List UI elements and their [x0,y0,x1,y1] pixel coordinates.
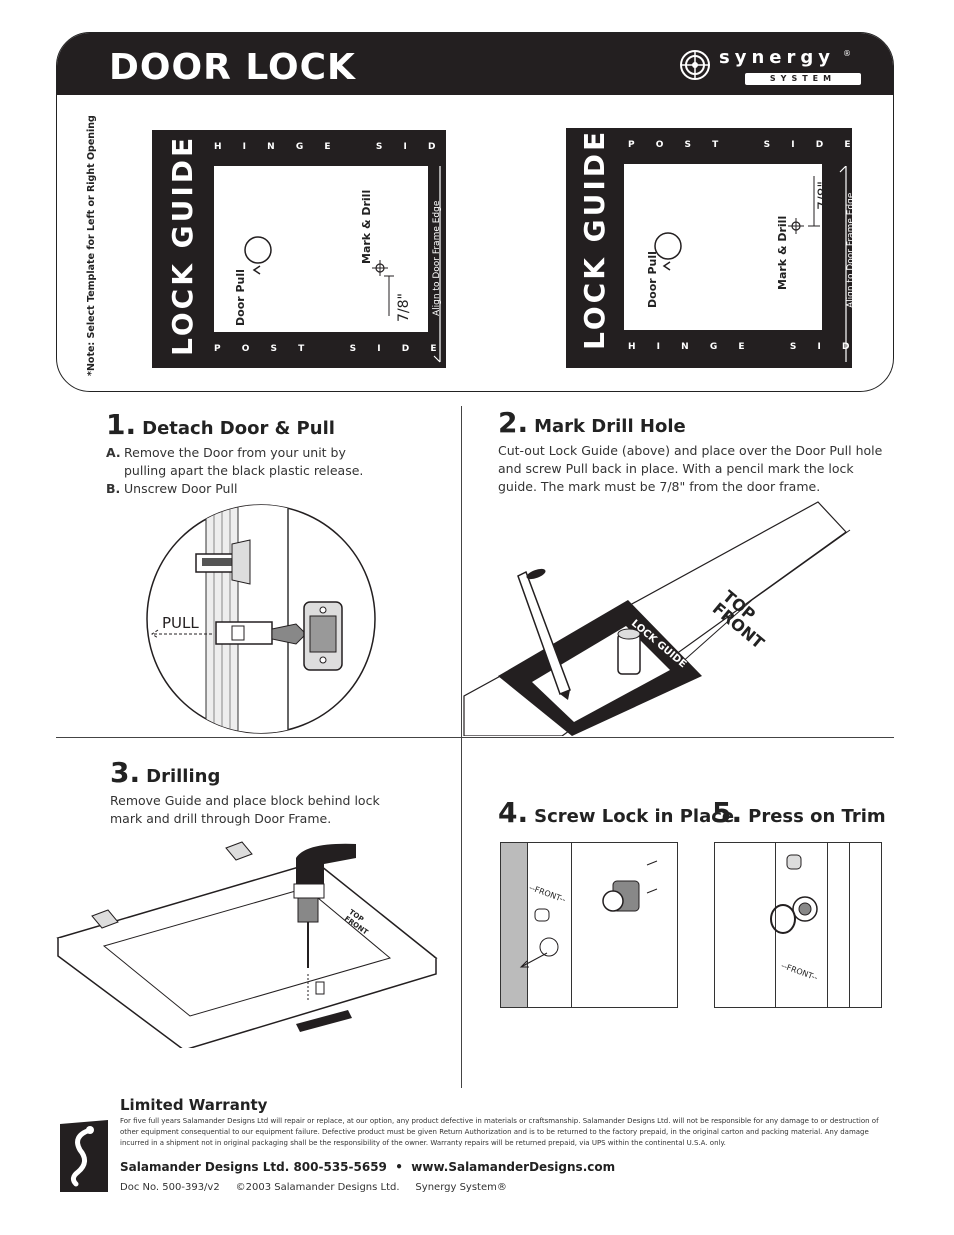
step3-illustration [56,841,438,1048]
pull-label: PULL [162,614,199,632]
logo-name: synergy [719,47,835,68]
step3-instructions: Remove Guide and place block behind lock… [110,793,380,826]
step1-heading: 1.Detach Door & Pull [106,408,335,441]
warranty-title: Limited Warranty [120,1096,268,1114]
logo-registered: ® [843,49,851,58]
template-note: *Note: Select Template for Left or Right… [86,115,97,376]
step4-illustration: --FRONT-- [500,842,678,1008]
step2-heading: 2.Mark Drill Hole [498,406,686,439]
left-mark-label: Mark & Drill [360,189,373,264]
hinge-side-label: H I N G E S I D E [214,142,472,152]
right-pull-label: Door Pull [646,251,659,308]
lock-guide-title: LOCK GUIDE [166,134,199,356]
left-template-marks [244,166,441,363]
header-panel: DOOR LOCK synergy ® SYSTEM [56,32,894,392]
lock-guide-title: LOCK GUIDE [578,128,611,350]
door-pull-circle [654,232,682,260]
door-pull-circle [244,236,272,264]
logo-subtitle: SYSTEM [745,73,861,85]
lock-guide-right: LOCK GUIDE P O S T S I D E H I N G E S I… [566,128,877,368]
step1-instructions: A.Remove the Door from your unit by pull… [106,445,364,496]
page-title: DOOR LOCK [109,47,356,88]
document-number: Doc No. 500-393/v2 ©2003 Salamander Desi… [120,1182,507,1193]
step5-heading: 5.Press on Trim [712,796,886,829]
step5-illustration: --FRONT-- [714,842,882,1008]
synergy-logo-icon [680,50,710,80]
post-side-label: P O S T S I D E [214,344,446,354]
step3-heading: 3.Drilling [110,756,221,789]
step1-illustration [146,504,376,734]
right-measure: 7/8" [816,181,832,210]
warranty-body: For five full years Salamander Designs L… [120,1117,879,1147]
step2-illustration [463,501,851,736]
right-mark-label: Mark & Drill [776,215,789,290]
step2-instructions: Cut-out Lock Guide (above) and place ove… [498,443,883,494]
post-side-label: P O S T S I D E [628,140,860,150]
left-pull-label: Door Pull [234,269,247,326]
right-template-marks [654,166,847,362]
left-measure: 7/8" [396,293,412,322]
salamander-logo-icon [60,1120,108,1192]
header-bar: DOOR LOCK synergy ® SYSTEM [57,33,893,95]
divider-vertical [461,406,462,1088]
divider-horizontal [56,737,894,738]
company-contact: Salamander Designs Ltd. 800-535-5659 • w… [120,1160,616,1174]
step4-heading: 4.Screw Lock in Place [498,796,735,829]
lock-guide-left: LOCK GUIDE H I N G E S I D E P O S T S I… [152,130,463,368]
